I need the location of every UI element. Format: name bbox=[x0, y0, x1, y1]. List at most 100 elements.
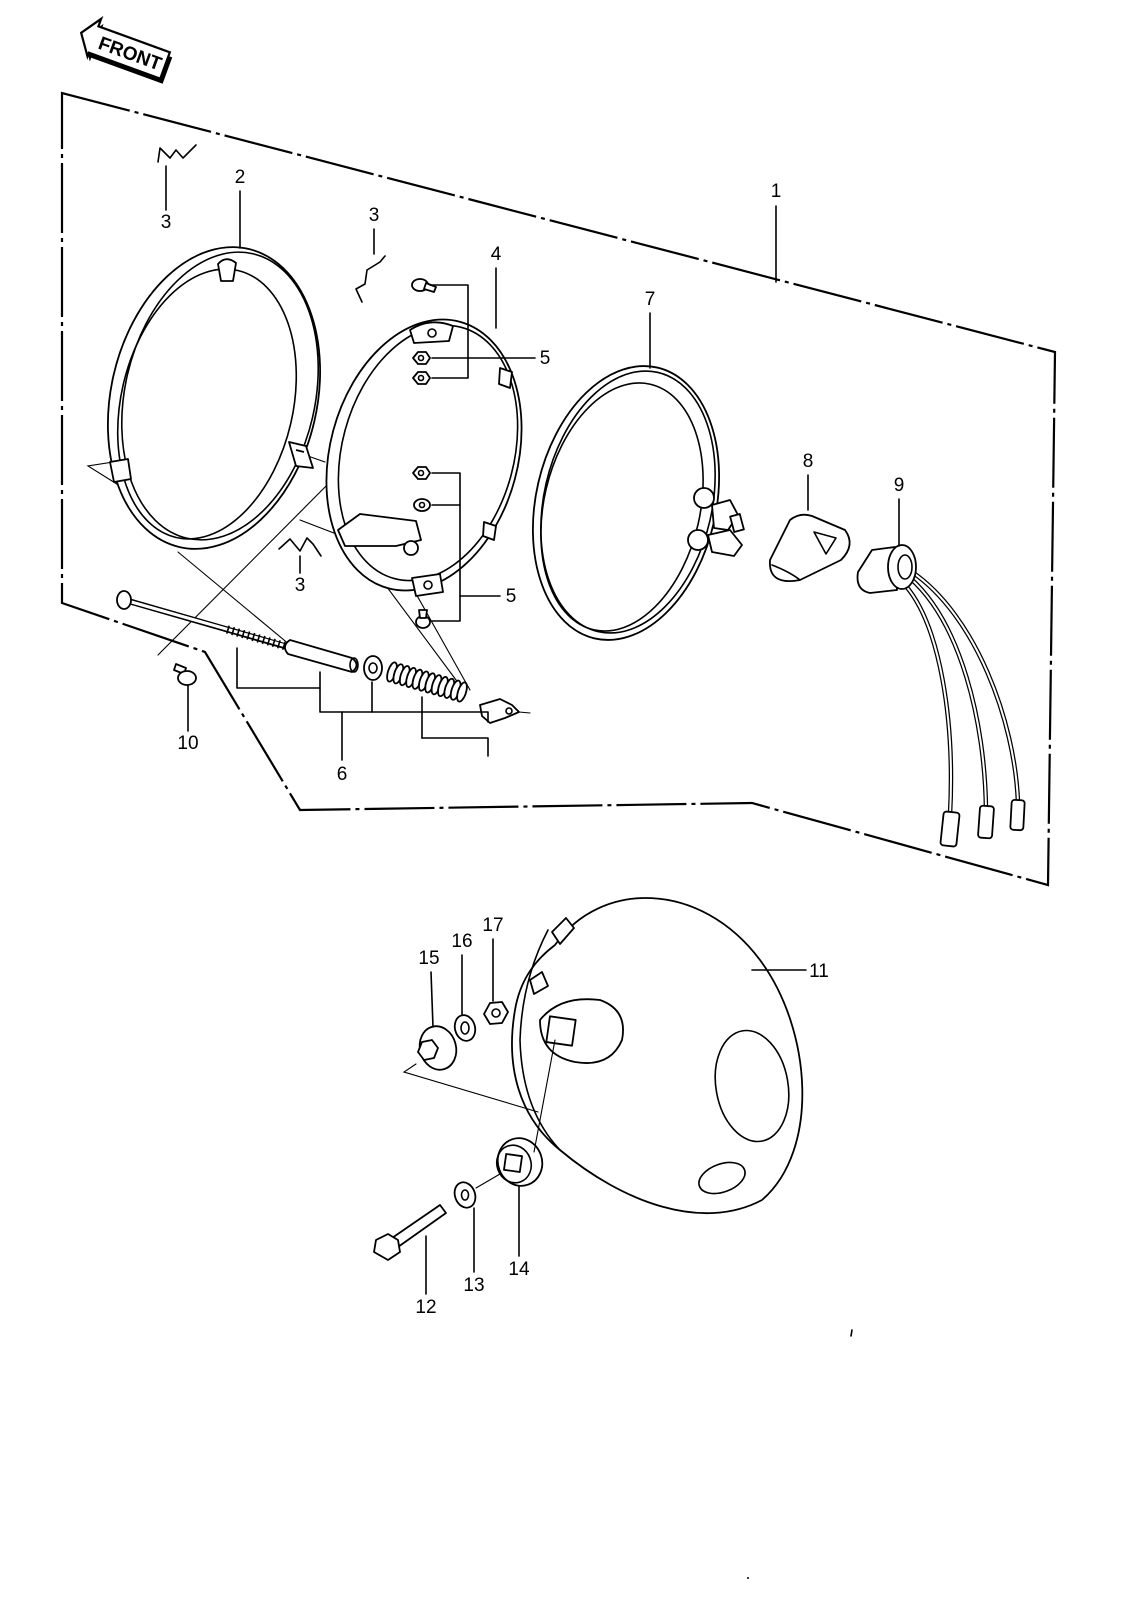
lock-washer-hole bbox=[460, 1021, 470, 1035]
rim-side-clip bbox=[288, 441, 314, 469]
rod-thread bbox=[256, 634, 261, 643]
rod-body bbox=[126, 599, 288, 648]
boot-hole bbox=[813, 531, 837, 555]
collar-hex bbox=[417, 1039, 439, 1061]
grommet-face bbox=[495, 1144, 533, 1184]
wire-clip-lower bbox=[278, 537, 322, 557]
wire bbox=[909, 577, 987, 811]
shell-rim-tab bbox=[551, 917, 575, 945]
nut-hole bbox=[417, 354, 425, 362]
boot-edge bbox=[771, 564, 801, 581]
shell-side-boss bbox=[714, 1029, 790, 1143]
rod-thread bbox=[226, 625, 230, 634]
part-screw-10 bbox=[173, 663, 197, 686]
callout-5-lower: 5 bbox=[506, 586, 517, 607]
part-rim bbox=[107, 246, 321, 550]
adjuster-clip-tip bbox=[518, 711, 531, 714]
rod-threads bbox=[226, 625, 286, 651]
lens-socket-upper bbox=[693, 487, 715, 509]
sleeve-end bbox=[349, 657, 359, 673]
ring-top-tab-hole bbox=[427, 328, 437, 338]
front-arrow: FRONT bbox=[79, 15, 173, 84]
spring-coil bbox=[456, 681, 468, 703]
sleeve bbox=[284, 639, 358, 673]
wire-connector bbox=[939, 810, 961, 848]
assembly-boundary-outline bbox=[60, 91, 1057, 887]
washer bbox=[413, 498, 431, 512]
shell-mount-square-hole bbox=[545, 1015, 577, 1047]
wire bbox=[904, 584, 952, 816]
callout-16: 16 bbox=[451, 931, 472, 952]
callout-12: 12 bbox=[415, 1297, 436, 1318]
wire-clip-middle bbox=[355, 255, 386, 303]
leader-6-clip bbox=[421, 737, 489, 757]
rim-inner-edge bbox=[116, 268, 298, 540]
callout-10: 10 bbox=[177, 733, 198, 754]
nut-hole bbox=[491, 1008, 501, 1018]
callout-6: 6 bbox=[337, 764, 348, 785]
wire-clip-top bbox=[157, 144, 197, 163]
callout-4: 4 bbox=[491, 244, 502, 265]
stray-mark bbox=[747, 1577, 749, 1579]
rim-to-sleeve-line bbox=[177, 551, 291, 646]
callout-8: 8 bbox=[803, 451, 814, 472]
leader-15 bbox=[430, 971, 434, 1028]
ring-top-tab bbox=[409, 321, 454, 344]
washer bbox=[363, 655, 383, 681]
part-mounting-hardware bbox=[373, 1001, 556, 1261]
bolt-shank bbox=[391, 1204, 447, 1248]
grommet-guide-line bbox=[533, 1039, 556, 1153]
rod-thread bbox=[231, 626, 236, 636]
nut bbox=[412, 466, 431, 480]
ring-bottom-tab bbox=[411, 573, 444, 597]
ring-side-notch bbox=[482, 521, 497, 541]
rod-thread bbox=[246, 631, 251, 640]
shell-bottom-boss bbox=[698, 1161, 746, 1195]
rod-thread bbox=[251, 632, 256, 642]
ring-outer-edge bbox=[325, 318, 523, 592]
callout-15: 15 bbox=[418, 948, 439, 969]
rod-head bbox=[116, 590, 132, 610]
lens-terminal-bracket bbox=[707, 529, 743, 557]
washer-hole bbox=[460, 1189, 470, 1201]
ring-bottom-tab-hole bbox=[423, 580, 433, 590]
rod-thread bbox=[271, 638, 276, 648]
shell-rim-edge bbox=[519, 929, 561, 1151]
front-arrow-body bbox=[79, 15, 172, 81]
spring bbox=[386, 661, 468, 703]
callout-1: 1 bbox=[771, 181, 782, 202]
rod-thread bbox=[276, 640, 281, 649]
bolt-head bbox=[373, 1233, 401, 1261]
callout-14: 14 bbox=[508, 1259, 530, 1280]
boot-body bbox=[769, 513, 851, 582]
screw-shank bbox=[418, 609, 428, 619]
part-headlight-shell bbox=[511, 897, 804, 1214]
wire-connector bbox=[977, 804, 995, 840]
rod-thread bbox=[266, 637, 271, 646]
rim-outer-edge bbox=[107, 246, 321, 550]
lens-face bbox=[540, 382, 704, 632]
washer-hole bbox=[418, 501, 426, 509]
nut bbox=[412, 351, 431, 365]
rim-lower-tab bbox=[109, 458, 132, 483]
lens-socket-lower bbox=[687, 529, 709, 551]
screw-head bbox=[177, 670, 197, 686]
callout-2: 2 bbox=[235, 167, 246, 188]
socket-flange-inner bbox=[897, 554, 913, 580]
adjuster-clip bbox=[479, 698, 520, 724]
wire-connector bbox=[1009, 798, 1026, 832]
wire bbox=[911, 571, 1019, 804]
rod-thread bbox=[241, 629, 246, 639]
part-socket-boot bbox=[769, 513, 851, 582]
stray-mark bbox=[850, 1329, 853, 1337]
callout-3-lower: 3 bbox=[295, 575, 306, 596]
leader-lines bbox=[165, 165, 900, 1295]
callout-13: 13 bbox=[463, 1275, 484, 1296]
callout-3-middle: 3 bbox=[369, 205, 380, 226]
callout-5-upper: 5 bbox=[540, 348, 551, 369]
bolt-guide-line bbox=[475, 1173, 501, 1189]
callout-3-top: 3 bbox=[161, 212, 172, 233]
lens-terminal bbox=[729, 513, 745, 533]
adjuster-clip-hole bbox=[505, 707, 513, 715]
shell-rim-tab bbox=[529, 971, 549, 995]
